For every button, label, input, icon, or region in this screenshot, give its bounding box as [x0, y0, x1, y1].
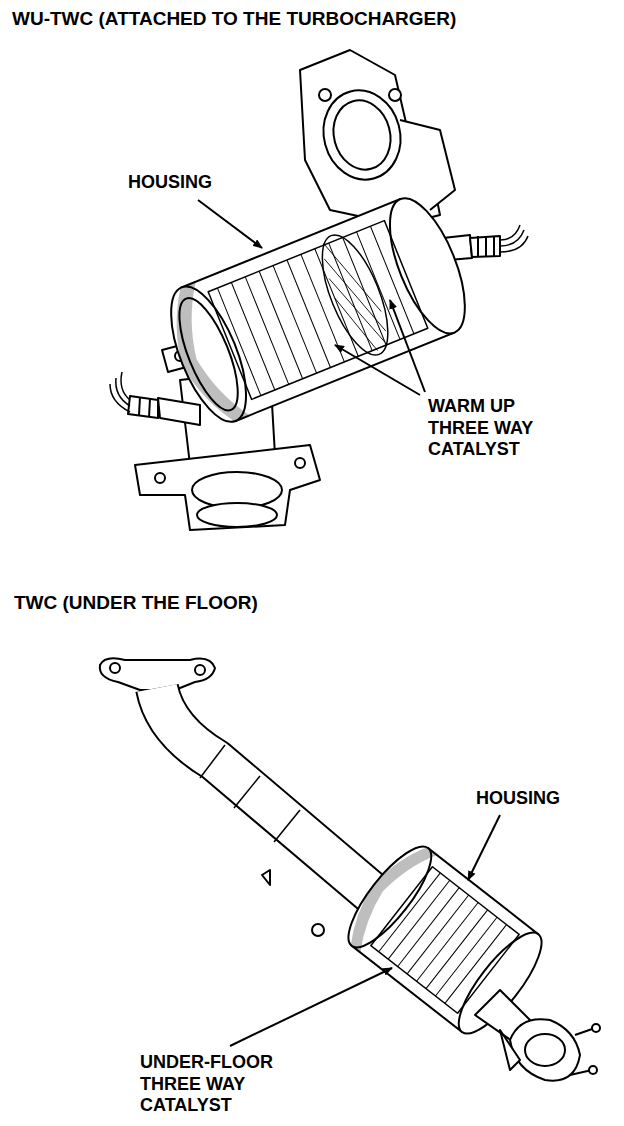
- part-label: WARM UP THREE WAY CATALYST: [428, 396, 546, 461]
- part-label: UNDER-FLOOR THREE WAY CATALYST: [140, 1052, 280, 1117]
- section-heading: TWC (UNDER THE FLOOR): [14, 592, 514, 615]
- leader-lines: [230, 815, 500, 1046]
- part-label: HOUSING: [476, 788, 606, 810]
- twc-illustration: [100, 658, 600, 1080]
- leader-lines: [198, 200, 425, 395]
- section-heading: WU-TWC (ATTACHED TO THE TURBOCHARGER): [12, 8, 612, 31]
- part-label: HOUSING: [128, 172, 248, 194]
